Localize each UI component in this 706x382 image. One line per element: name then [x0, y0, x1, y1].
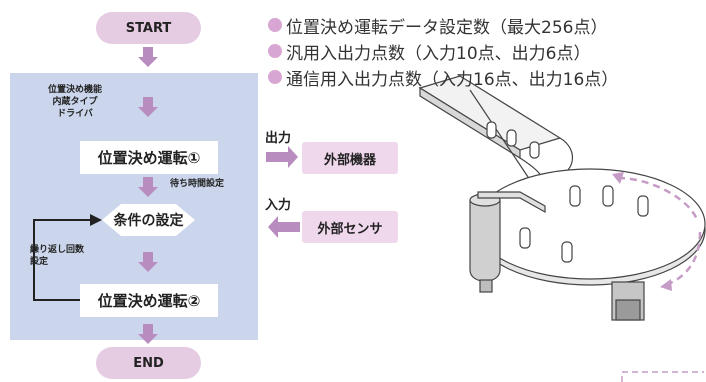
input-arrow	[268, 216, 300, 238]
arrow-down-5	[138, 324, 158, 344]
bullet-dot	[268, 70, 282, 84]
arrow-down-2	[138, 97, 158, 117]
rotation-arrow-bottom	[667, 231, 702, 286]
feature-list: 位置決め運転データ設定数（最大256点） 汎用入出力点数（入力10点、出力6点）…	[268, 12, 618, 90]
condition-label: 条件の設定	[113, 213, 184, 229]
repeat-count-label: 繰り返し回数 設定	[30, 245, 85, 267]
feature-text: 汎用入出力点数（入力10点、出力6点）	[286, 43, 591, 64]
output-arrow	[266, 146, 298, 168]
start-node: START	[96, 12, 201, 44]
repeat-loop-arrowhead	[90, 214, 102, 226]
external-sensor-box: 外部センサ	[302, 211, 398, 243]
arrow-down-3	[138, 177, 158, 197]
feature-item: 汎用入出力点数（入力10点、出力6点）	[268, 38, 618, 64]
end-node: END	[96, 347, 201, 379]
corner-dashed-mark	[621, 371, 704, 382]
wait-time-label: 待ち時間設定	[170, 179, 225, 189]
positioning-op2-box: 位置決め運転②	[80, 284, 218, 317]
output-label: 出力	[265, 131, 292, 146]
bullet-dot	[268, 44, 282, 58]
input-label: 入力	[265, 198, 292, 213]
arrow-down-4	[138, 252, 158, 272]
external-device-box: 外部機器	[302, 142, 398, 174]
feature-text: 通信用入出力点数（入力16点、出力16点）	[286, 69, 619, 90]
condition-diamond	[102, 204, 195, 236]
positioning-op1-box: 位置決め運転①	[80, 141, 218, 174]
rotation-arrow-top	[617, 176, 700, 223]
feature-text: 位置決め運転データ設定数（最大256点）	[286, 17, 608, 38]
bullet-dot	[268, 18, 282, 32]
arrow-down-1	[138, 47, 158, 67]
feature-item: 通信用入出力点数（入力16点、出力16点）	[268, 64, 618, 90]
internal-type-label: 位置決め機能 内蔵タイプ ドライバ	[47, 85, 102, 119]
repeat-loop-line	[33, 219, 92, 301]
feature-item: 位置決め運転データ設定数（最大256点）	[268, 12, 618, 38]
machine-illustration	[418, 75, 706, 321]
